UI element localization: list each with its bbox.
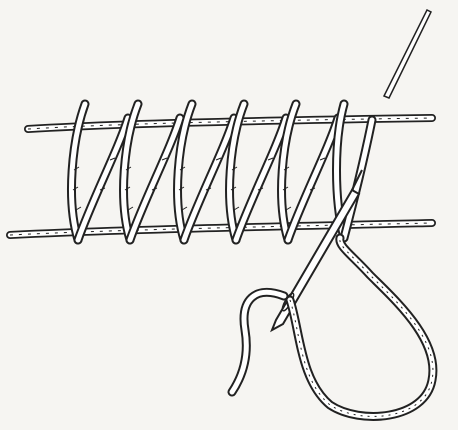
stitch-loop-5 [282, 104, 338, 240]
loose-thread-tail [232, 238, 433, 416]
needle-tip-upper [384, 10, 431, 98]
